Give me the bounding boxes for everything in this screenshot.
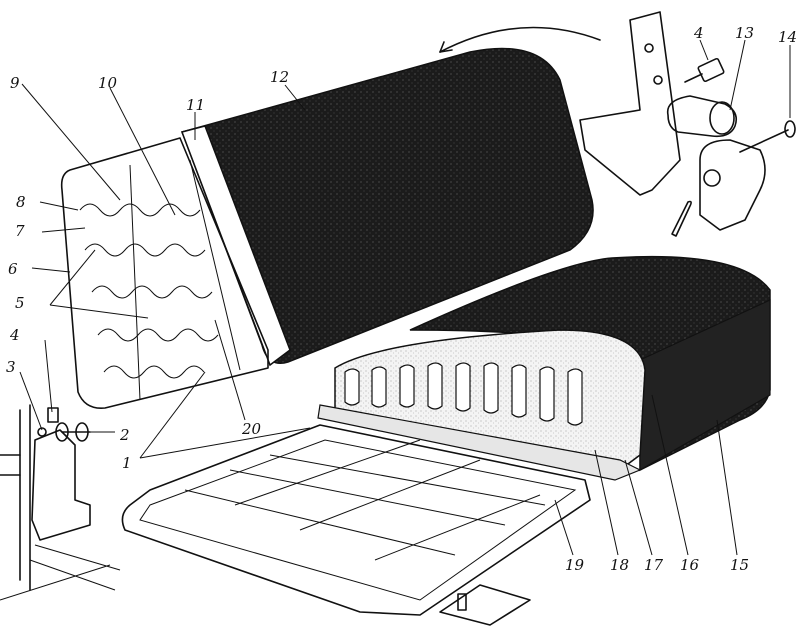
bracket-hole-upper [644,43,654,53]
callout-20: 20 [241,420,262,438]
callout-7: 7 [15,222,25,240]
callout-11: 11 [186,96,205,114]
callout-4-left: 4 [9,326,20,344]
callout-3: 3 [6,358,16,376]
bushing [666,95,738,138]
seat-cushion [317,255,771,481]
callout-14: 14 [778,28,797,46]
mount-stud [439,584,531,626]
callout-4-right: 4 [693,24,704,42]
backrest-springs [79,159,241,401]
hinge-parts [579,11,796,237]
hinge-bracket [579,11,681,196]
callout-1: 1 [122,454,132,472]
callout-19: 19 [565,556,585,574]
foam-cavities [344,362,583,426]
callout-9: 9 [10,74,20,92]
pivot-arrow [439,26,601,53]
backrest-assembly [60,26,601,409]
floor-screw [37,427,47,437]
backrest-frame [60,137,269,409]
latch [699,139,766,231]
floor-bracket [0,404,121,601]
callout-8: 8 [16,193,26,211]
floor-mount [31,429,91,541]
bolt [697,57,725,83]
cotter-pin [671,200,692,237]
floor-bolt [47,407,59,423]
seat-frame [121,424,591,626]
callout-18: 18 [610,556,629,574]
bracket-hole-lower [653,75,663,85]
leader-lines [19,39,791,556]
callout-12: 12 [270,68,289,86]
callout-15: 15 [730,556,749,574]
seat-frame-outline [121,424,591,616]
pin [739,129,789,153]
callout-labels: 1 2 3 4 4 5 6 7 8 9 10 11 12 13 14 15 16… [6,24,797,574]
callout-5: 5 [15,294,25,312]
callout-6: 6 [8,260,18,278]
foam-base [317,404,642,481]
backrest-frame-strip [181,125,291,367]
callout-16: 16 [680,556,700,574]
callout-17: 17 [644,556,664,574]
callout-13: 13 [735,24,754,42]
callout-10: 10 [98,74,118,92]
callout-2: 2 [119,426,130,444]
